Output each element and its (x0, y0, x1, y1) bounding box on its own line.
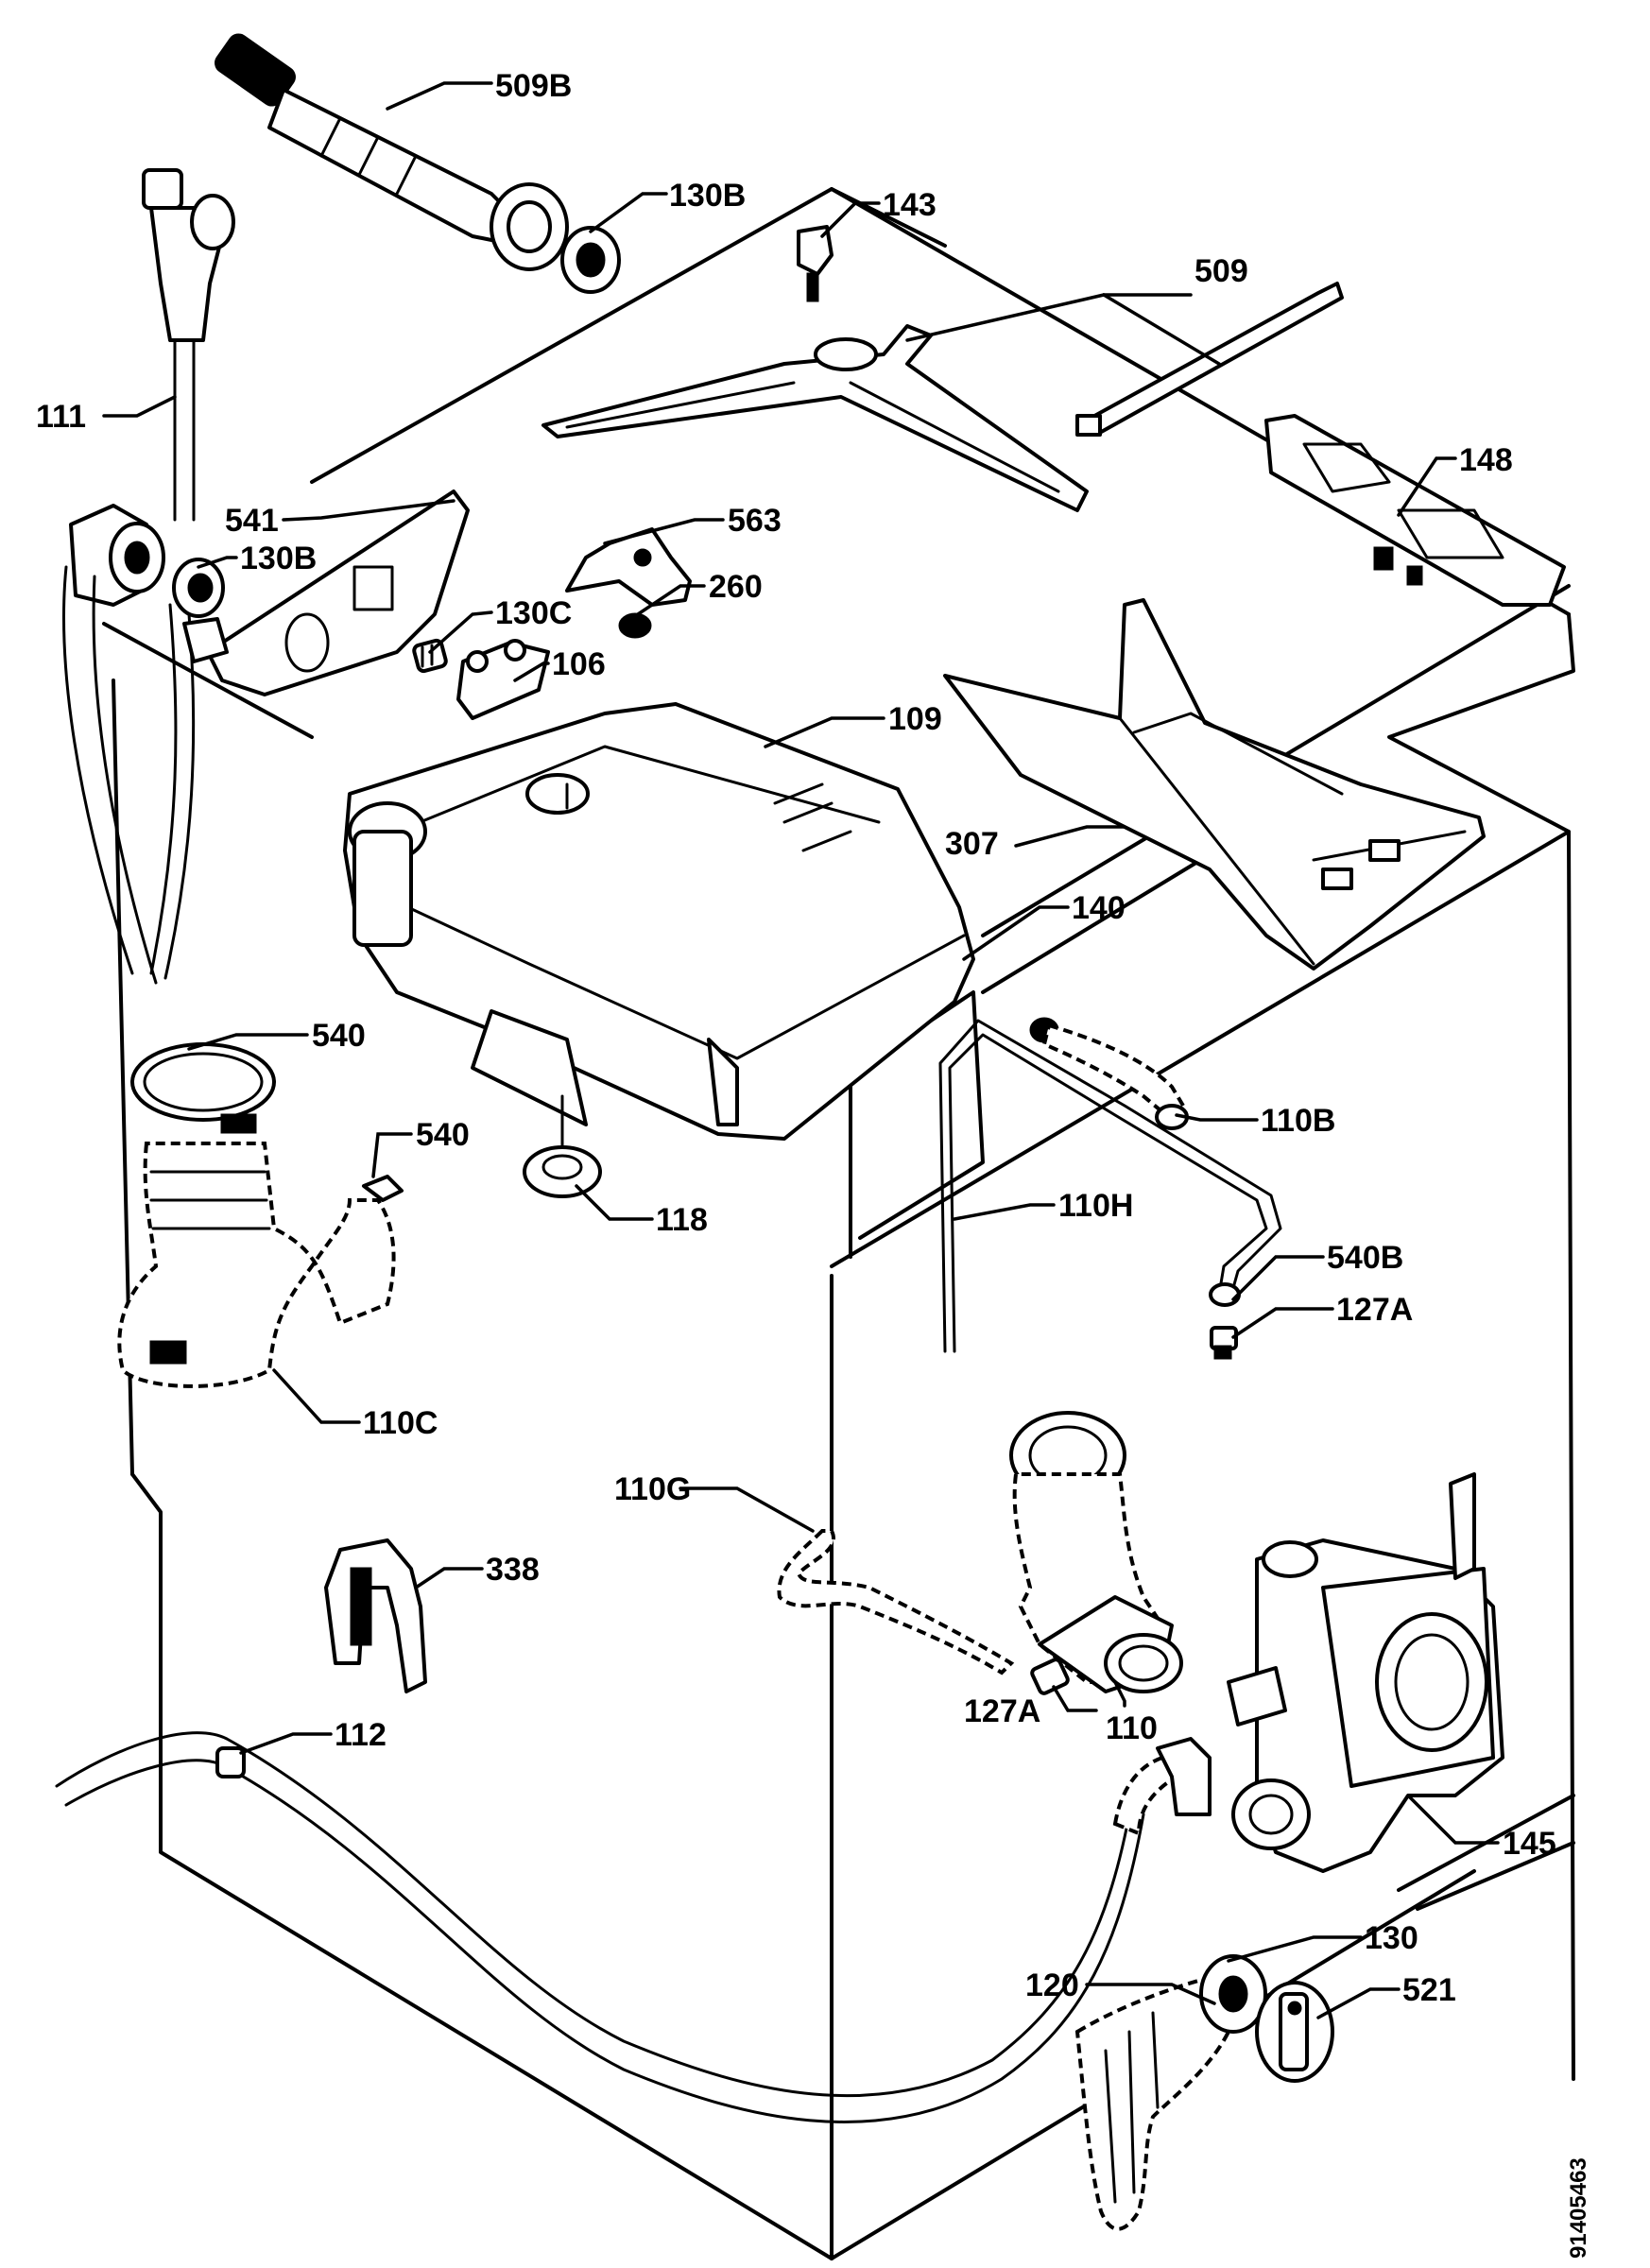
label-120: 120 (1025, 1967, 1079, 2003)
panel-541 (182, 490, 470, 696)
inlet-valve-111 (142, 168, 235, 522)
label-540b: 540B (1327, 1240, 1403, 1276)
cam-563 (565, 527, 692, 607)
seal-130 (1199, 1954, 1267, 2034)
drawing-code: 91405463 (1566, 2157, 1591, 2259)
connector-127a-right (1210, 1326, 1238, 1360)
label-130c: 130C (495, 595, 572, 631)
label-106: 106 (552, 646, 606, 682)
seal-130b-mid (172, 558, 225, 618)
label-130b-top: 130B (669, 178, 746, 214)
drawer-307 (943, 598, 1486, 971)
label-540-a: 540 (312, 1018, 366, 1054)
label-140: 140 (1072, 890, 1126, 926)
label-260: 260 (709, 569, 763, 605)
label-127a-bottom: 127A (964, 1693, 1040, 1729)
label-148: 148 (1459, 442, 1513, 478)
label-111: 111 (36, 399, 86, 435)
bellows-110c (117, 1142, 396, 1388)
inlet-hose-509b (215, 33, 569, 271)
label-145: 145 (1503, 1826, 1556, 1862)
clip-338 (324, 1538, 427, 1693)
spring-260 (618, 612, 652, 639)
label-509b: 509B (495, 68, 572, 104)
leader-lines (102, 81, 1500, 2019)
cap-521 (1255, 1981, 1334, 2083)
part-labels: 509B 130B 143 509 111 148 541 563 130B 2… (36, 68, 1591, 2259)
dispenser-109 (343, 702, 975, 1141)
clamp-540-a (130, 1042, 276, 1134)
clamp-540b (1209, 1282, 1241, 1307)
drain-hose-112 (55, 1731, 1212, 2123)
inlet-hose-elbow (62, 504, 196, 985)
label-118: 118 (656, 1202, 708, 1238)
knob-143 (797, 225, 834, 302)
label-110b: 110B (1261, 1103, 1335, 1139)
label-307: 307 (945, 826, 999, 862)
label-521: 521 (1402, 1972, 1456, 2008)
handle-148 (1264, 414, 1566, 607)
label-110: 110 (1106, 1710, 1158, 1746)
label-109: 109 (888, 701, 942, 737)
label-112: 112 (335, 1717, 387, 1753)
spring-130c (412, 638, 448, 674)
label-127a-right: 127A (1336, 1292, 1413, 1328)
bracket-509 (541, 282, 1344, 512)
label-338: 338 (486, 1552, 540, 1588)
seal-130b-top (560, 226, 621, 294)
label-110g: 110G (614, 1471, 691, 1507)
label-130: 130 (1365, 1920, 1418, 1956)
bellows-110 (1009, 1411, 1183, 1693)
hose-110h (938, 1019, 1282, 1353)
label-130b-mid: 130B (240, 541, 317, 576)
switch-106 (456, 639, 550, 720)
gear-118 (523, 1094, 602, 1198)
label-563: 563 (728, 503, 782, 539)
label-541: 541 (225, 503, 279, 539)
filter-120 (1074, 1972, 1231, 2231)
label-110h: 110H (1058, 1188, 1133, 1224)
label-540-b: 540 (416, 1117, 470, 1153)
label-509: 509 (1195, 253, 1248, 289)
clamp-540-b (362, 1175, 404, 1202)
hose-110g (777, 1529, 1015, 1675)
label-110c: 110C (363, 1405, 438, 1441)
pump-145 (1227, 1472, 1504, 1873)
hose-110b (1029, 1017, 1189, 1130)
label-143: 143 (883, 187, 937, 223)
